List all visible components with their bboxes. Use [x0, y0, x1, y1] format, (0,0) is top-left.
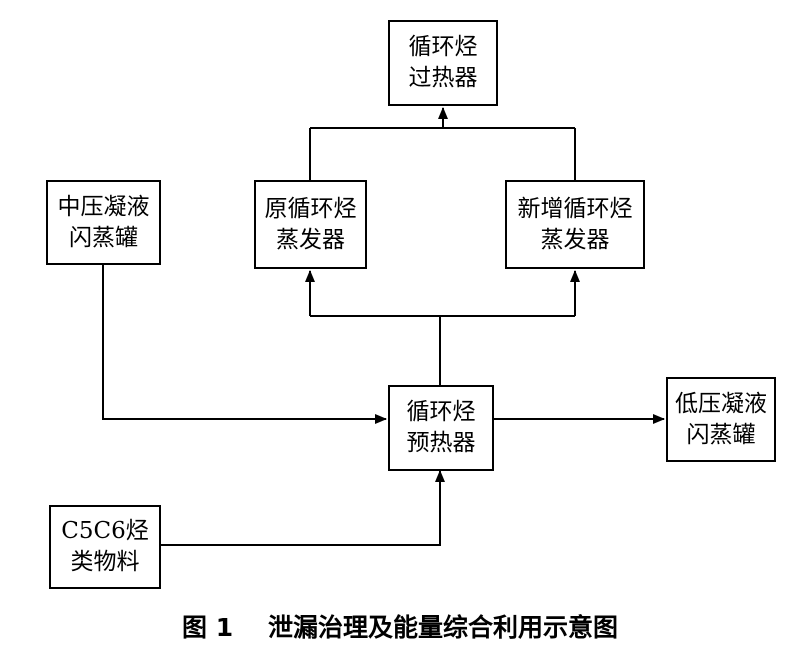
new-evaporator-box: 新增循环烃 蒸发器	[505, 180, 645, 269]
node-label-line: 中压凝液	[57, 193, 150, 220]
node-label-line: 预热器	[406, 430, 476, 456]
c5c6-feed-box: C5C6烃 类物料	[49, 505, 161, 589]
node-label-line: 原循环烃	[264, 195, 357, 222]
node-label-line: 蒸发器	[540, 226, 610, 253]
edge-c5c6-to-preheater	[161, 470, 445, 546]
original-evaporator-box: 原循环烃 蒸发器	[254, 180, 367, 269]
edge-mp-flash-to-preheater	[102, 265, 387, 424]
superheater-box: 循环烃 过热器	[388, 20, 498, 106]
node-label-line: 过热器	[408, 65, 478, 91]
node-label-line: 新增循环烃	[517, 195, 633, 222]
node-label-line: 循环烃	[408, 34, 478, 60]
preheater-box: 循环烃 预热器	[388, 385, 494, 471]
mid-pressure-flash-tank-box: 中压凝液 闪蒸罐	[46, 180, 161, 265]
node-label-line: C5C6烃	[61, 518, 149, 544]
node-label-line: 蒸发器	[276, 226, 345, 253]
node-label-line: 类物料	[70, 549, 140, 575]
node-label-line: 闪蒸罐	[686, 421, 756, 448]
low-pressure-flash-tank-box: 低压凝液 闪蒸罐	[666, 377, 776, 462]
node-label-line: 闪蒸罐	[69, 224, 138, 251]
node-label-line: 低压凝液	[675, 390, 767, 417]
figure-caption: 图 1 泄漏治理及能量综合利用示意图	[182, 613, 618, 642]
node-label-line: 循环烃	[406, 399, 476, 425]
